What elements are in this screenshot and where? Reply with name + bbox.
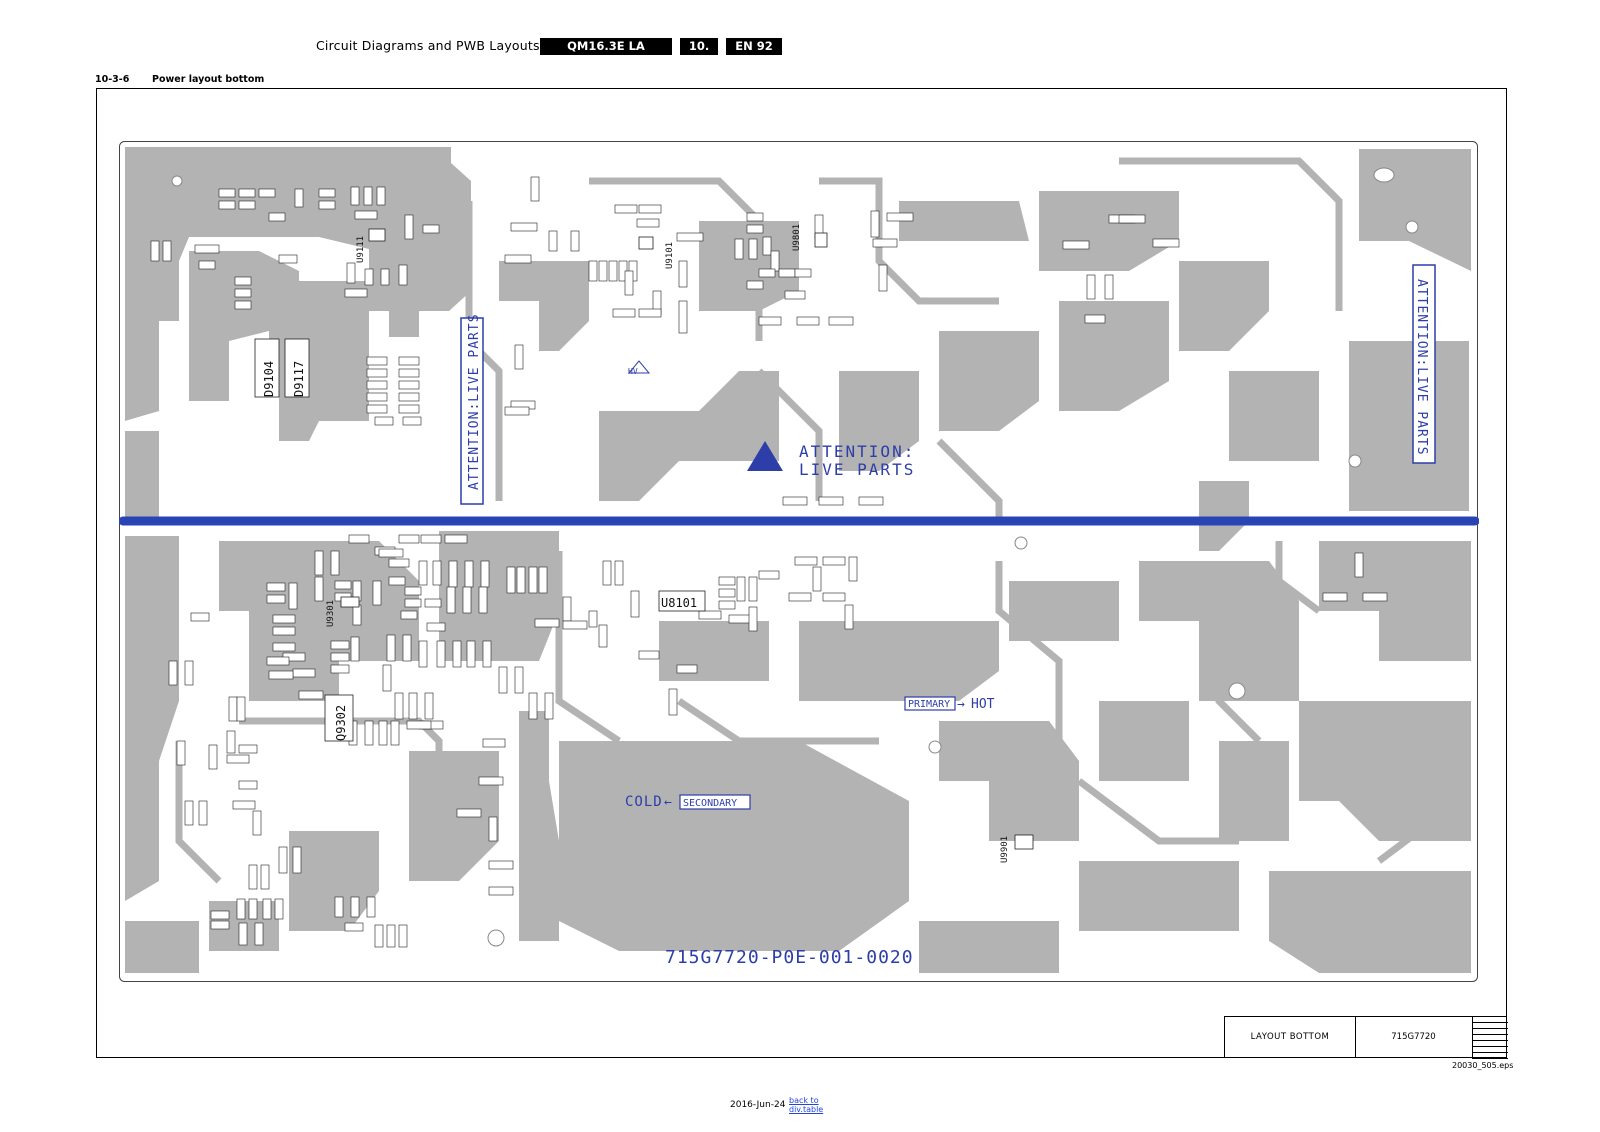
title-block-name: LAYOUT BOTTOM bbox=[1225, 1017, 1356, 1058]
ic-label-6: U9301 bbox=[326, 600, 336, 627]
ic-label-3: U8101 bbox=[661, 596, 697, 610]
hot-label: HOT bbox=[971, 697, 995, 712]
cold-arrow: ← bbox=[664, 795, 672, 810]
pcb-board: HV ATTENTION: LIVE PARTS ATTENTION:LIVE … bbox=[119, 141, 1479, 982]
secondary-label: SECONDARY bbox=[683, 798, 737, 809]
ic-label-2: Q9302 bbox=[334, 705, 348, 741]
title-block-grid bbox=[1472, 1017, 1508, 1059]
attention-vertical-right-label: ATTENTION:LIVE PARTS bbox=[1414, 279, 1429, 456]
ic-labels: D9104 D9117 Q9302 U8101 U9101 U9111 U930… bbox=[262, 224, 1010, 863]
ic-label-8: U9901 bbox=[1000, 836, 1010, 863]
ic-d9104 bbox=[254, 338, 280, 398]
ic-q9302 bbox=[324, 694, 354, 742]
section-title: Power layout bottom bbox=[152, 74, 265, 85]
secondary-box bbox=[679, 794, 751, 810]
back-link-line1: back to bbox=[789, 1096, 819, 1105]
attention-vertical-right: ATTENTION:LIVE PARTS bbox=[1412, 264, 1436, 464]
ic-label-1: D9117 bbox=[292, 361, 306, 397]
ic-d9117 bbox=[284, 338, 310, 398]
ic-label-5: U9111 bbox=[356, 236, 366, 263]
title-block-code: 715G7720 bbox=[1355, 1017, 1473, 1058]
attention-vertical-left: ATTENTION:LIVE PARTS bbox=[460, 313, 484, 505]
ic-u8101 bbox=[658, 590, 706, 612]
chapter-badge: 10. bbox=[680, 38, 718, 55]
diagram-frame: HV ATTENTION: LIVE PARTS ATTENTION:LIVE … bbox=[96, 88, 1507, 1058]
mounting-holes bbox=[171, 167, 1419, 947]
ic-label-4: U9101 bbox=[665, 242, 675, 269]
ic-bodies bbox=[254, 228, 1034, 850]
pcb-code: 715G7720-P0E-001-0020 bbox=[665, 947, 914, 968]
attention-vertical-left-label: ATTENTION:LIVE PARTS bbox=[467, 313, 482, 490]
ic-label-7: U9801 bbox=[792, 224, 802, 251]
title-block: LAYOUT BOTTOM 715G7720 bbox=[1224, 1016, 1508, 1059]
attention-top-label: ATTENTION: bbox=[799, 442, 915, 461]
footer-date: 2016-Jun-24 bbox=[730, 1100, 786, 1110]
back-link-line2: div.table bbox=[789, 1105, 824, 1114]
page-badge: EN 92 bbox=[726, 38, 782, 55]
back-to-table-link[interactable]: back to div.table bbox=[789, 1096, 823, 1114]
copper-regions bbox=[125, 147, 1471, 973]
header-title: Circuit Diagrams and PWB Layouts bbox=[316, 38, 540, 53]
ic-label-0: D9104 bbox=[262, 361, 276, 397]
hot-arrow: → bbox=[957, 697, 965, 712]
primary-box bbox=[904, 696, 956, 711]
eps-filename: 20030_505.eps bbox=[1452, 1061, 1514, 1070]
model-badge: QM16.3E LA bbox=[540, 38, 672, 55]
esd-warning-icon bbox=[747, 441, 783, 471]
section-number: 10-3-6 bbox=[95, 74, 130, 85]
attention-bottom-label: LIVE PARTS bbox=[799, 460, 915, 479]
cold-label: COLD bbox=[625, 794, 663, 810]
traces bbox=[175, 157, 1423, 884]
hv-warning-icon bbox=[627, 360, 651, 374]
primary-label: PRIMARY bbox=[908, 699, 950, 710]
hv-label: HV bbox=[628, 367, 638, 376]
